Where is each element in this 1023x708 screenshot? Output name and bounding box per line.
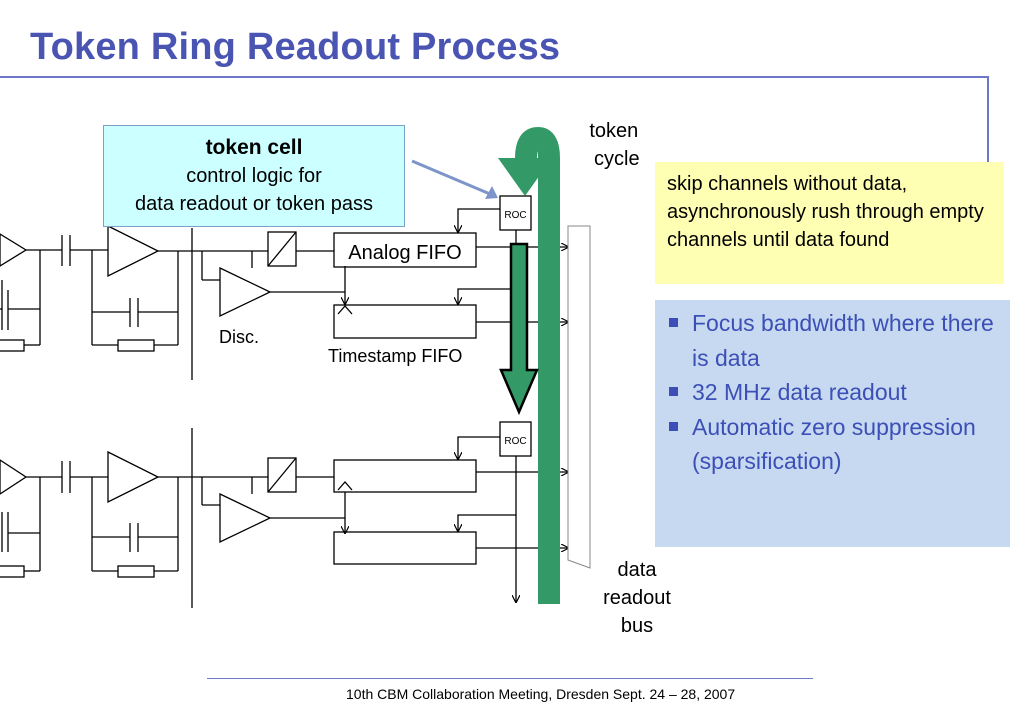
slide-title: Token Ring Readout Process <box>30 26 561 68</box>
frame-right-edge <box>987 76 989 164</box>
bus-label-line-3: bus <box>620 615 654 637</box>
token-ring-arrowhead <box>498 158 552 196</box>
callout-line-1: control logic for <box>186 165 322 187</box>
shaper-amp-2 <box>107 450 160 504</box>
data-readout-bus-label: data readout bus <box>597 556 677 640</box>
title-rule <box>0 76 988 78</box>
callout-pointer-head <box>485 186 498 199</box>
discriminator-1 <box>219 266 272 318</box>
token-cell-callout: token cell control logic for data readou… <box>103 125 405 227</box>
feature-text: Focus bandwidth where there is data <box>692 310 994 371</box>
feature-item: Automatic zero suppression (sparsificati… <box>665 410 1002 479</box>
square-bullet-icon <box>669 318 678 327</box>
features-list: Focus bandwidth where there is data 32 M… <box>665 306 1002 479</box>
feature-item: Focus bandwidth where there is data <box>665 306 1002 375</box>
disc-label: Disc. <box>219 327 259 347</box>
square-bullet-icon <box>669 387 678 396</box>
channel-2-circuit <box>0 421 568 608</box>
features-box: Focus bandwidth where there is data 32 M… <box>655 300 1010 547</box>
token-cycle-line-2: cycle <box>594 148 640 170</box>
discriminator-2 <box>219 492 272 544</box>
roc-1-label: ROC <box>504 210 526 221</box>
token-pass-arrow <box>499 242 539 416</box>
callout-line-2: data readout or token pass <box>135 193 373 215</box>
footer-text: 10th CBM Collaboration Meeting, Dresden … <box>346 686 736 702</box>
footer-rule <box>207 678 813 679</box>
square-bullet-icon <box>669 421 678 431</box>
callout-pointer <box>411 159 491 196</box>
analog-fifo-label: Analog FIFO <box>348 242 461 264</box>
roc-2-label: ROC <box>504 436 526 447</box>
feature-text: Automatic zero suppression (sparsificati… <box>692 413 976 475</box>
analog-fifo-box <box>333 232 477 268</box>
timestamp-fifo-label: Timestamp FIFO <box>328 346 463 366</box>
bus-label-line-2: readout <box>603 587 671 609</box>
token-cycle-line-1: token <box>589 120 639 142</box>
timestamp-fifo-box-2 <box>333 531 477 565</box>
feature-item: 32 MHz data readout <box>665 375 1002 410</box>
timestamp-fifo-box <box>333 304 477 339</box>
readout-bus-outline <box>567 225 591 569</box>
preamp-1 <box>0 233 28 267</box>
callout-title: token cell <box>205 136 303 159</box>
adc-1 <box>267 231 297 267</box>
skip-channels-note: skip channels without data, asynchronous… <box>655 162 1004 284</box>
bus-label-line-1: data <box>617 559 657 581</box>
preamp-2 <box>0 459 28 495</box>
analog-fifo-box-2 <box>333 459 477 493</box>
feature-text: 32 MHz data readout <box>692 379 907 405</box>
adc-2 <box>267 457 297 493</box>
note-text: skip channels without data, asynchronous… <box>667 173 984 251</box>
shaper-amp-1 <box>107 224 160 278</box>
channel-1-circuit <box>0 195 568 380</box>
token-cycle-label: token cycle <box>588 117 640 173</box>
token-ring-loop <box>515 126 560 604</box>
